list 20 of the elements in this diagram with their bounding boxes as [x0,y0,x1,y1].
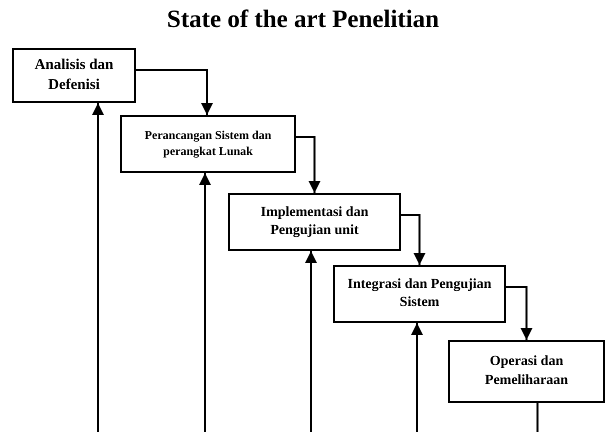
box-label: Analisis dan Defenisi [34,56,114,94]
arrow [411,323,423,432]
arrow [506,286,532,340]
box-label: Perancangan Sistem dan perangkat Lunak [144,128,272,160]
arrow [92,103,104,432]
arrow [199,173,211,432]
process-box [228,193,401,251]
arrow [136,69,213,115]
arrow [401,214,426,265]
arrow [305,251,317,432]
title: State of the art Penelitian [166,6,440,34]
box-label: Operasi dan Pemeliharaan [484,353,570,390]
process-box [12,48,136,103]
process-box [333,265,506,323]
arrow [296,136,320,193]
box-label: Implementasi dan Pengujian unit [260,204,370,240]
box-label: Integrasi dan Pengujian Sistem [346,276,492,312]
connector-line [536,403,538,432]
process-box [120,115,296,173]
process-box [448,340,605,403]
